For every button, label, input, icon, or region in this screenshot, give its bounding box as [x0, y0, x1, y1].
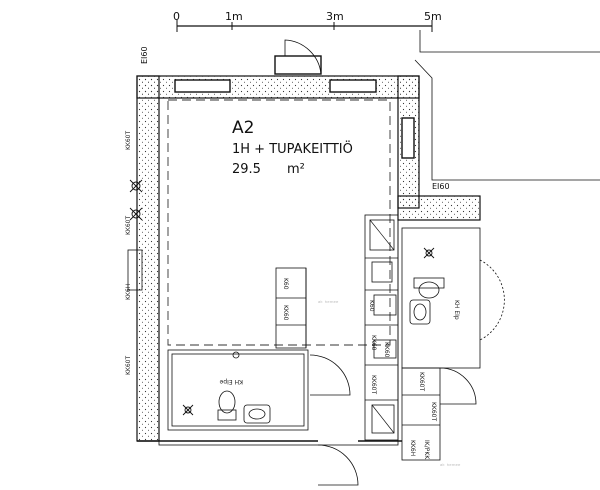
- exterior-walls: [136, 55, 481, 442]
- room-label-kh-eipe: KH EIpe: [219, 378, 243, 385]
- closet-door-swing: [317, 444, 359, 486]
- right-cabinets: K60 KK60 KK60 KK60T: [364, 214, 399, 441]
- label-kk60t-c: KK60T: [418, 372, 425, 392]
- room-label-kh-eip: KH EIp: [453, 300, 460, 320]
- bathroom-right: KH EIp: [401, 227, 505, 369]
- scale-tick-3m: 3m: [326, 10, 344, 23]
- label-k60-b: K60: [368, 300, 375, 312]
- scale-tick-1m: 1m: [225, 10, 243, 23]
- kitchen-cabinets: K60 KK60 ᵃᵏ ʰᵉᵐᵉᵉ: [275, 267, 339, 349]
- label-kk6h: KK6H: [409, 440, 416, 456]
- label-kk60t-f: KK60T: [125, 130, 132, 150]
- faded-note: ᵃᵏ ʰᵉᵐᵉᵉ: [318, 300, 339, 307]
- label-kk60t-d: KK60T: [125, 355, 132, 375]
- label-kk60: KK60: [282, 305, 289, 321]
- apartment-code: A2: [232, 118, 254, 138]
- label-k60: K60: [282, 278, 289, 290]
- bathroom-door-swing: [309, 354, 351, 396]
- label-ik-pkk: IK/PKK: [423, 440, 430, 460]
- label-kk60-c: KK60: [383, 342, 390, 358]
- label-kk60-b: KK60: [370, 335, 377, 351]
- scale-tick-0: 0: [173, 10, 180, 23]
- apartment-area-unit: m²: [287, 162, 305, 177]
- lower-right-closets: KK60T KK60T KK6H IK/PKK: [401, 367, 477, 461]
- entry-door-swing: [284, 39, 322, 75]
- left-neighbor-fixtures: KK60T KK6H KK60T KK60T: [125, 130, 143, 375]
- label-kk60t-b: KK60T: [430, 402, 437, 422]
- bathroom-left: KH EIpe: [167, 349, 309, 431]
- label-kk60t-a: KK60T: [370, 375, 377, 395]
- faded-note-bottom: ᵃᵏ ʰᵉᵐᵉᵉ: [440, 463, 461, 470]
- building-outline: [419, 30, 600, 53]
- apartment-type: 1H + TUPAKEITTIÖ: [232, 140, 353, 157]
- scale-tick-5m: 5m: [424, 10, 442, 23]
- building-outline-east: [414, 59, 600, 181]
- label-kk6h-left: KK6H: [125, 284, 132, 300]
- scale-bar: 0 1m 3m 5m: [173, 10, 442, 32]
- label-kk60t-e: KK60T: [125, 215, 132, 235]
- main-room-boundary: [167, 99, 391, 346]
- apartment-area-value: 29.5: [232, 162, 261, 177]
- fire-class-label-right: EI60: [432, 182, 450, 191]
- fire-class-label-top: EI60: [140, 46, 149, 64]
